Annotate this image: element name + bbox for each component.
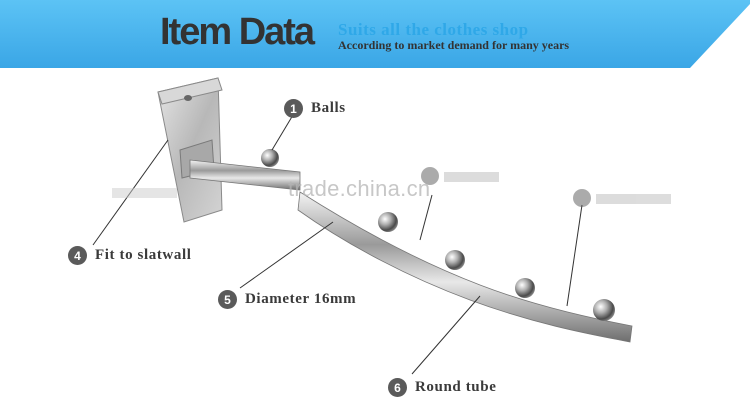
callout-number: 1 — [284, 99, 303, 118]
callout-diameter: 5 Diameter 16mm — [218, 290, 356, 309]
waterfall-arm — [297, 191, 633, 343]
watermark: trade.china.cn — [288, 176, 431, 201]
slatwall-bracket — [157, 77, 223, 223]
ball-icon — [445, 250, 465, 270]
page-subtitle: Suits all the clothes shop — [338, 20, 529, 39]
callout-number: 4 — [68, 246, 87, 265]
callout-balls: 1 Balls — [284, 99, 346, 118]
ball-icon — [593, 299, 615, 321]
callout-number: 5 — [218, 290, 237, 309]
callout-fit-slatwall: 4 Fit to slatwall — [68, 246, 192, 265]
callout-number: 6 — [388, 378, 407, 397]
callout-label: Diameter 16mm — [245, 291, 357, 307]
callout-round-tube: 6 Round tube — [388, 378, 496, 397]
callout-label: Balls — [311, 100, 346, 116]
ball-icon — [261, 149, 279, 167]
header-banner: Item Data Suits all the clothes shop Acc… — [0, 0, 750, 72]
callout-label: Fit to slatwall — [95, 247, 192, 263]
banner-background — [0, 0, 750, 68]
hidden-callouts — [112, 167, 671, 207]
page-tagline: According to market demand for many year… — [338, 38, 570, 52]
upper-arm — [189, 149, 301, 191]
ball-icon — [515, 278, 535, 298]
page-title: Item Data — [160, 11, 315, 53]
ball-icon — [378, 212, 398, 232]
callout-label: Round tube — [415, 379, 497, 395]
leader-lines — [92, 114, 583, 375]
